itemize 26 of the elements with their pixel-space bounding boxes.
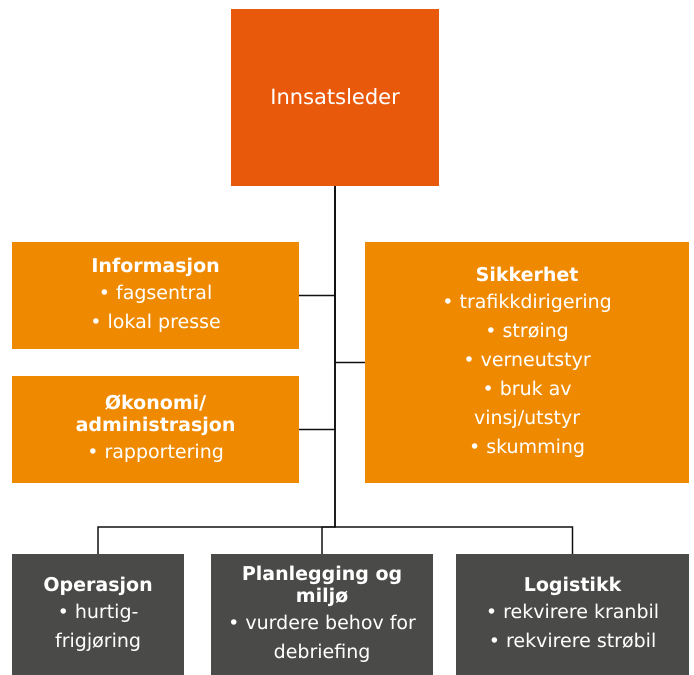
bullet-item: • rekvirere kranbil	[486, 600, 660, 624]
bullet-item: • hurtig- frigjøring	[54, 600, 142, 654]
bullet-item: • strøing	[485, 318, 569, 344]
bullet-item: • vurdere behov for debriefing	[227, 610, 417, 664]
box-heading: Økonomi/ administrasjon	[74, 392, 236, 436]
role-box	[12, 242, 299, 349]
bullet-item: • rapportering	[87, 440, 224, 465]
bullet-item: • bruk av vinsj/utstyr	[472, 376, 582, 430]
box-heading: Logistikk	[524, 574, 622, 596]
box-heading: Operasjon	[43, 574, 153, 596]
box-title: Innsatsleder	[270, 84, 400, 111]
role-box	[365, 242, 689, 483]
role-box	[211, 554, 433, 675]
box-heading: Sikkerhet	[476, 264, 578, 286]
leader-box	[231, 9, 439, 186]
bullet-item: • skumming	[468, 434, 585, 460]
bullet-item: • rekvirere strøbil	[488, 628, 656, 654]
role-box	[456, 554, 689, 675]
box-heading: Informasjon	[91, 254, 220, 276]
role-box	[12, 376, 299, 483]
bullet-item: • fagsentral	[98, 280, 212, 306]
bullet-item: • trafikkdirigering	[442, 290, 612, 314]
role-box	[12, 554, 184, 675]
box-heading: Planlegging og miljø	[240, 562, 404, 606]
bullet-item: • lokal presse	[90, 310, 221, 334]
bullet-item: • verneutstyr	[463, 348, 591, 372]
